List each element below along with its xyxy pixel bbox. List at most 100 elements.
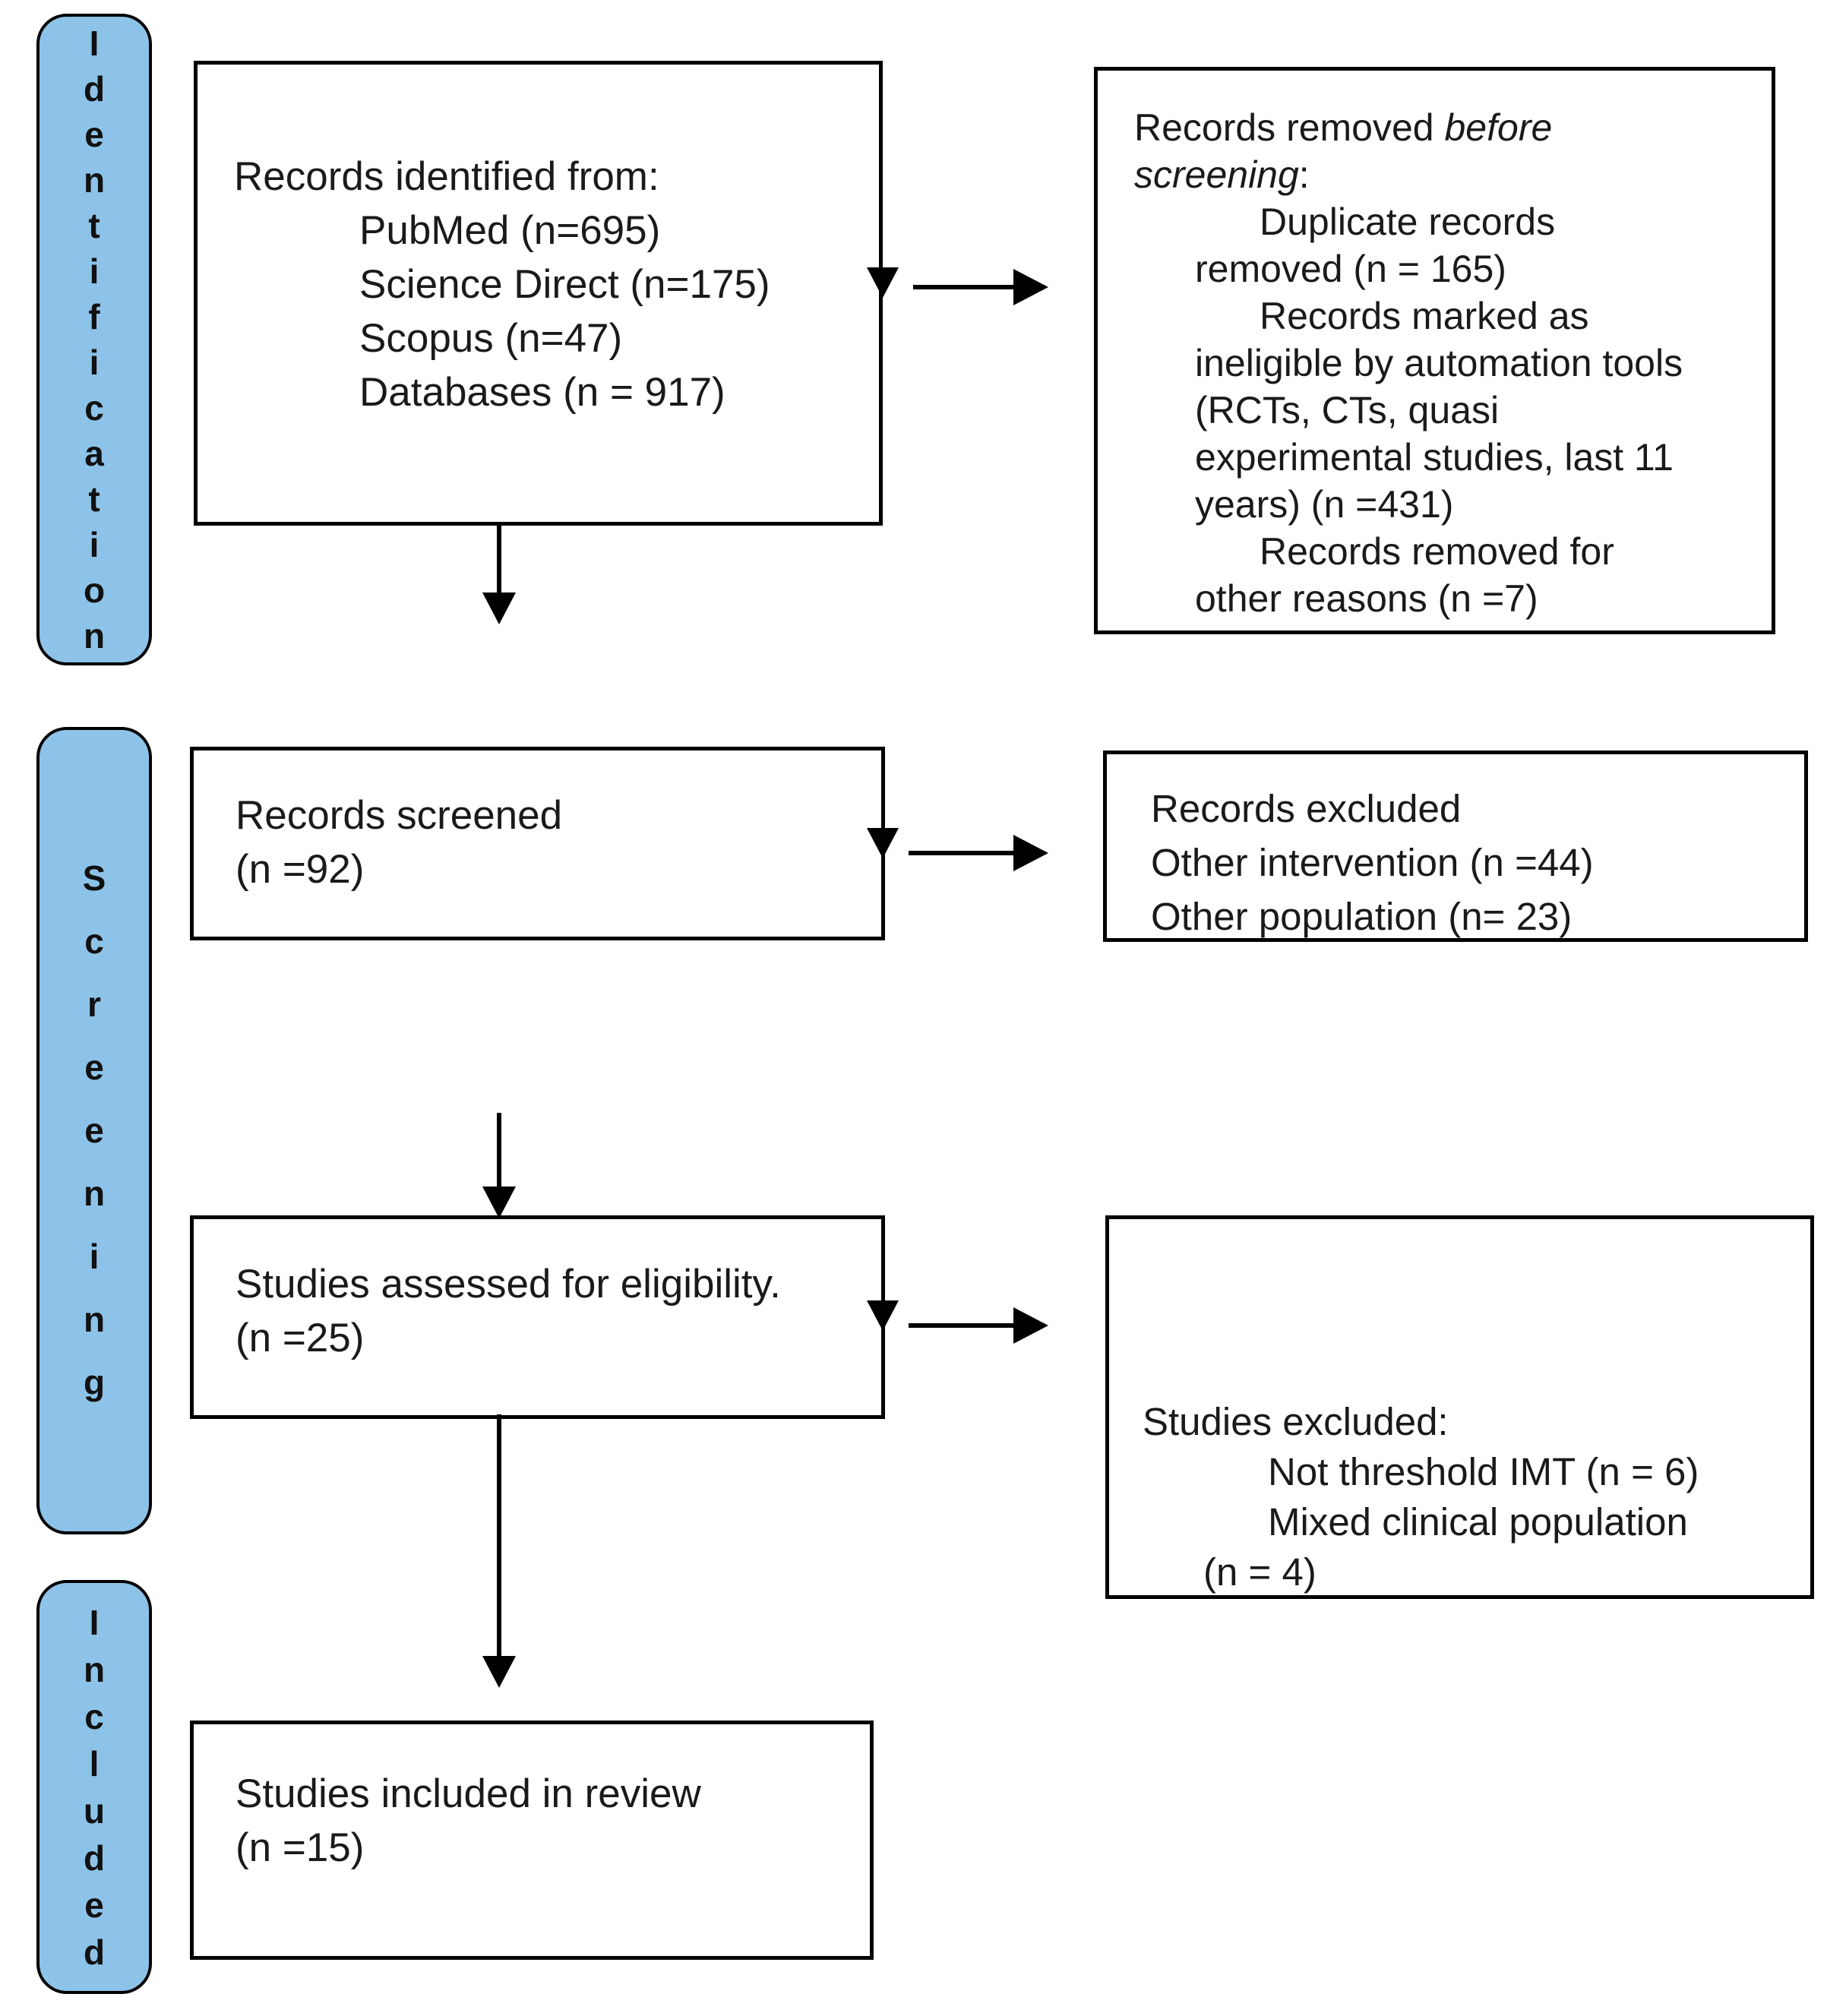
text-segment: Other intervention (n =44): [1151, 841, 1594, 884]
text-line: Records removed for: [1134, 528, 1756, 575]
vertical-letter: u: [83, 1790, 106, 1831]
text-segment: Records removed: [1134, 106, 1445, 149]
arrow-assessed-to-excluded-head-icon: [1013, 1307, 1048, 1344]
vertical-letter: S: [82, 858, 106, 898]
text-segment: Mixed clinical population: [1268, 1500, 1688, 1544]
text-line: Duplicate records: [1134, 198, 1756, 245]
text-segment: (n =92): [235, 847, 365, 892]
vertical-letter: e: [84, 1047, 104, 1087]
text-line: Databases (n = 917): [234, 365, 864, 419]
text-segment: (RCTs, CTs, quasi: [1195, 389, 1500, 431]
text-segment: removed (n = 165): [1195, 248, 1506, 290]
text-segment: experimental studies, last 11: [1195, 436, 1674, 479]
text-line: Other population (n= 23): [1151, 890, 1789, 943]
text-segment: Records excluded: [1151, 787, 1462, 830]
vertical-letter: n: [83, 160, 106, 200]
vertical-letter: i: [89, 525, 100, 564]
text-segment: Scopus (n=47): [359, 316, 623, 361]
arrow-assessed-to-excluded-line: [909, 1323, 1013, 1328]
text-line: removed (n = 165): [1134, 245, 1756, 292]
text-segment: ineligible by automation tools: [1195, 342, 1683, 384]
text-line: screening:: [1134, 151, 1756, 198]
vertical-letter: c: [84, 921, 104, 961]
vertical-letter: n: [83, 1174, 106, 1213]
vertical-letter: a: [84, 434, 104, 473]
text-segment: (n =15): [235, 1825, 365, 1870]
text-segment: Not threshold IMT (n = 6): [1268, 1450, 1699, 1493]
arrow-screened-edge-marker-icon: [867, 828, 899, 858]
text-line: PubMed (n=695): [234, 204, 864, 258]
vertical-letter: l: [89, 1743, 100, 1784]
text-line: (n =15): [235, 1821, 855, 1875]
text-segment: (n = 4): [1203, 1550, 1317, 1594]
text-line: Not threshold IMT (n = 6): [1143, 1447, 1795, 1497]
vertical-letter: d: [83, 69, 106, 109]
text-line: (n =92): [235, 842, 866, 896]
box-records-identified: Records identified from:PubMed (n=695)Sc…: [194, 61, 883, 526]
arrow-to-assessed-head-icon: [482, 1187, 516, 1218]
vertical-letter: i: [89, 1237, 100, 1276]
text-segment: Other population (n= 23): [1151, 895, 1573, 938]
arrow-identified-down-line: [497, 523, 501, 595]
text-line: Records excluded: [1151, 782, 1789, 836]
text-segment: Records removed for: [1260, 530, 1614, 573]
text-segment-italic: before: [1444, 106, 1553, 149]
text-segment: Studies included in review: [235, 1771, 701, 1816]
box-studies-assessed-for-eligibility: Studies assessed for eligibility. (n =25): [190, 1215, 885, 1419]
text-line: Records removed before: [1134, 104, 1756, 151]
arrow-screened-to-excluded-head-icon: [1013, 835, 1048, 871]
text-line: experimental studies, last 11: [1134, 434, 1756, 481]
vertical-letter: f: [88, 297, 100, 337]
vertical-letter: e: [84, 1111, 104, 1150]
arrow-identified-to-removed-head-icon: [1013, 269, 1048, 305]
arrow-identified-edge-marker-icon: [867, 267, 899, 298]
text-line: (n = 4): [1143, 1547, 1795, 1597]
text-line: Records screened: [235, 788, 866, 842]
vertical-letter: d: [83, 1932, 106, 1972]
text-segment: Studies excluded:: [1143, 1400, 1449, 1443]
box-studies-included-in-review: Studies included in review (n =15): [190, 1721, 874, 1960]
arrow-to-assessed-line: [497, 1113, 501, 1189]
vertical-letter: d: [83, 1837, 106, 1878]
vertical-letter: t: [88, 206, 100, 245]
text-line: other reasons (n =7): [1134, 575, 1756, 622]
text-line: Studies assessed for eligibility.: [235, 1257, 866, 1311]
text-line: (n =25): [235, 1311, 866, 1365]
text-line: ineligible by automation tools: [1134, 340, 1756, 387]
arrow-identified-to-removed-line: [913, 285, 1013, 289]
vertical-letter: n: [83, 1300, 106, 1339]
text-segment: Records marked as: [1260, 295, 1589, 337]
text-segment: Studies assessed for eligibility.: [235, 1262, 781, 1307]
vertical-letter: n: [83, 616, 106, 656]
box-studies-excluded: Studies excluded: Not threshold IMT (n = …: [1105, 1215, 1814, 1599]
text-line: years) (n =431): [1134, 481, 1756, 528]
text-segment: Records screened: [235, 793, 563, 838]
vertical-letter: i: [89, 343, 100, 382]
vertical-letter: I: [89, 24, 100, 63]
text-segment: other reasons (n =7): [1195, 577, 1538, 620]
text-segment: Science Direct (n=175): [359, 262, 770, 307]
arrow-screened-to-excluded-line: [909, 851, 1013, 855]
vertical-letter: r: [87, 984, 101, 1024]
text-line: Records marked as: [1134, 292, 1756, 340]
vertical-letter: t: [88, 479, 100, 519]
vertical-letter: g: [83, 1363, 106, 1402]
vertical-letter: o: [83, 570, 106, 610]
vertical-letter: i: [89, 251, 100, 291]
box-records-screened: Records screened (n =92): [190, 747, 885, 940]
text-line: Studies excluded:: [1143, 1397, 1795, 1447]
text-line: (RCTs, CTs, quasi: [1134, 387, 1756, 434]
arrow-assessed-edge-marker-icon: [867, 1300, 899, 1331]
text-segment: :: [1298, 153, 1310, 196]
text-segment: (n =25): [235, 1316, 365, 1360]
arrow-to-included-head-icon: [482, 1656, 516, 1688]
text-line: Scopus (n=47): [234, 311, 864, 365]
text-line: Records identified from:: [234, 150, 864, 204]
vertical-letter: e: [84, 1885, 104, 1925]
